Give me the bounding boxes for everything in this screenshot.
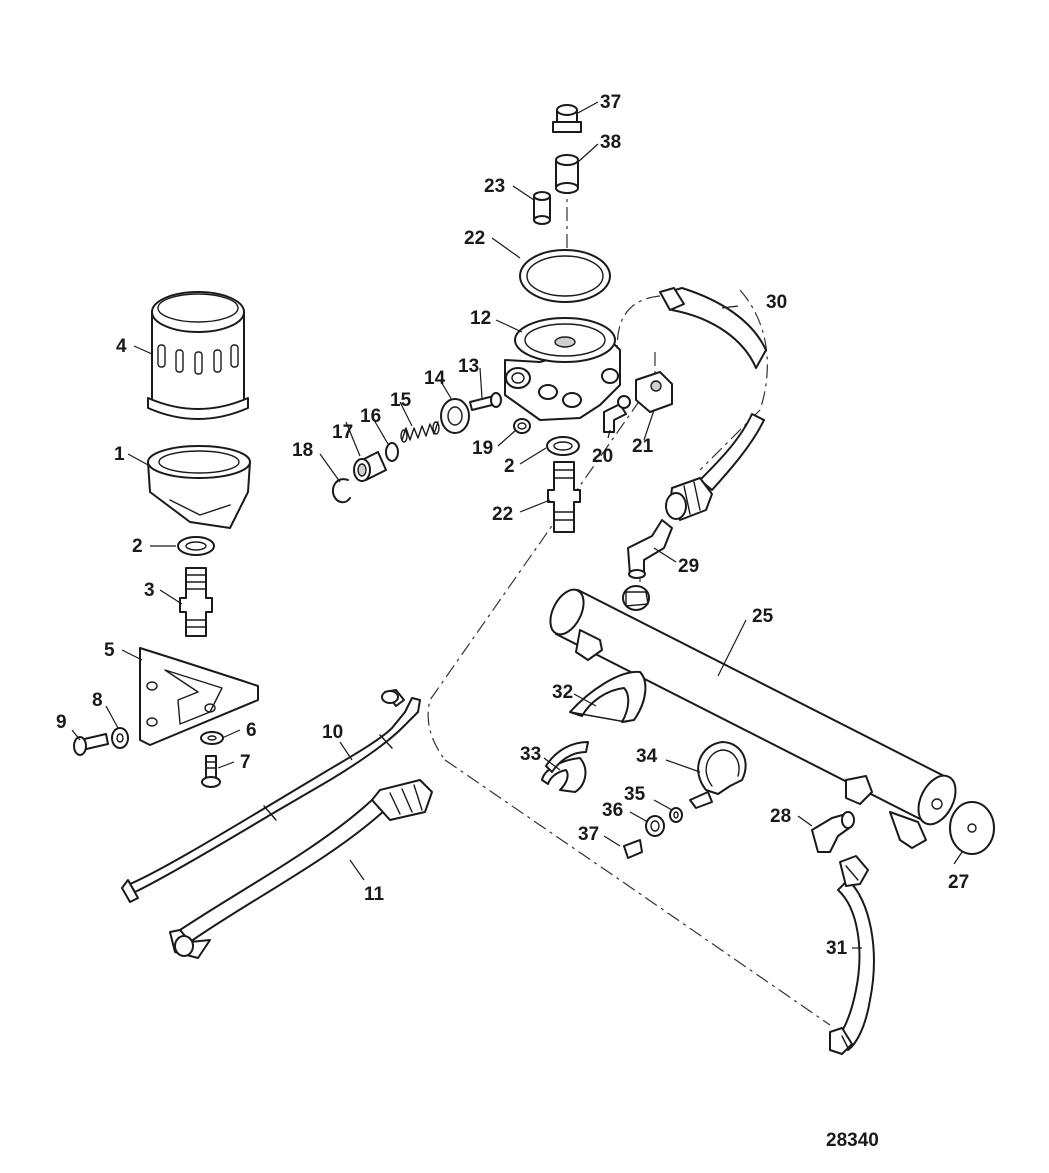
callout-9: 9 bbox=[56, 712, 67, 733]
elbow-27 bbox=[811, 811, 855, 853]
valve-17 bbox=[353, 451, 387, 482]
callout-6: 6 bbox=[246, 720, 257, 741]
hose-10 bbox=[121, 689, 421, 903]
callout-27: 28 bbox=[770, 806, 791, 827]
callout-2-right: 2 bbox=[504, 456, 515, 477]
figure-number: 28340 bbox=[826, 1130, 879, 1151]
callout-19: 19 bbox=[472, 438, 493, 459]
callout-labels: 37 38 23 22 12 13 14 15 16 17 18 19 20 2… bbox=[56, 92, 969, 959]
plug-24 bbox=[533, 191, 551, 225]
filter-adapter bbox=[147, 445, 251, 529]
callout-7: 7 bbox=[240, 752, 251, 773]
callout-5: 5 bbox=[104, 640, 115, 661]
callout-25: 25 bbox=[752, 606, 774, 627]
sleeve-38 bbox=[555, 154, 579, 194]
callout-35: 36 bbox=[602, 800, 623, 821]
callout-21: 21 bbox=[632, 436, 654, 457]
callout-24: 23 bbox=[484, 176, 505, 197]
saddle-31 bbox=[569, 670, 647, 723]
callout-1: 1 bbox=[114, 444, 125, 465]
mounting-bracket bbox=[139, 647, 259, 746]
callout-16: 16 bbox=[360, 406, 381, 427]
washer-2-right bbox=[546, 436, 580, 456]
callout-33: 34 bbox=[636, 746, 658, 767]
callout-30: 31 bbox=[826, 938, 848, 959]
plug-19 bbox=[513, 418, 531, 434]
callout-17: 17 bbox=[332, 422, 353, 443]
screw-13 bbox=[469, 392, 502, 411]
washer-34 bbox=[669, 807, 683, 823]
callout-3: 3 bbox=[144, 580, 155, 601]
filter-base-12 bbox=[504, 317, 621, 421]
clamp-33 bbox=[689, 741, 747, 809]
callout-29: 30 bbox=[766, 292, 787, 313]
washer-6 bbox=[200, 731, 224, 745]
heat-exchanger-25 bbox=[549, 585, 957, 849]
screw-7 bbox=[201, 755, 221, 788]
end-cap-26 bbox=[949, 801, 995, 855]
nut-35 bbox=[645, 815, 665, 837]
callout-13: 13 bbox=[458, 356, 479, 377]
cap-36 bbox=[623, 839, 643, 859]
o-ring-16 bbox=[385, 442, 399, 462]
callout-23: 22 bbox=[464, 228, 485, 249]
callout-36: 37 bbox=[578, 824, 599, 845]
callout-22: 22 bbox=[492, 504, 513, 525]
spring-15 bbox=[400, 421, 440, 443]
fitting-37 bbox=[552, 104, 582, 133]
ring-18 bbox=[332, 478, 351, 504]
oil-filter bbox=[147, 291, 249, 420]
callout-10: 10 bbox=[322, 722, 343, 743]
callout-8: 8 bbox=[92, 690, 103, 711]
callout-31: 32 bbox=[552, 682, 573, 703]
hose-11 bbox=[169, 779, 433, 959]
elbow-28 bbox=[627, 519, 673, 579]
washer-8 bbox=[111, 727, 129, 749]
callout-37: 37 bbox=[600, 92, 621, 113]
fitting-21 bbox=[635, 371, 673, 413]
callout-11: 11 bbox=[364, 884, 385, 905]
callout-26: 27 bbox=[948, 872, 969, 893]
seal-14 bbox=[440, 398, 470, 434]
callout-32: 33 bbox=[520, 744, 541, 765]
callout-18: 18 bbox=[292, 440, 313, 461]
callout-34: 35 bbox=[624, 784, 646, 805]
callout-4: 4 bbox=[116, 336, 127, 357]
elbow-20 bbox=[603, 395, 631, 433]
sealing-washer-left bbox=[177, 536, 215, 556]
callout-28: 29 bbox=[678, 556, 699, 577]
threaded-fitting-left bbox=[179, 567, 213, 637]
fitting-22 bbox=[547, 461, 581, 533]
callout-2-left: 2 bbox=[132, 536, 143, 557]
o-ring-23 bbox=[519, 249, 611, 303]
callout-38: 38 bbox=[600, 132, 621, 153]
callout-12: 12 bbox=[470, 308, 491, 329]
callout-14: 14 bbox=[424, 368, 446, 389]
hose-30 bbox=[829, 855, 875, 1055]
saddle-32 bbox=[541, 741, 589, 793]
hose-29 bbox=[659, 287, 767, 521]
leader-lines bbox=[71, 101, 963, 949]
screw-9 bbox=[73, 733, 109, 756]
callout-15: 15 bbox=[390, 390, 412, 411]
callout-20: 20 bbox=[592, 446, 613, 467]
